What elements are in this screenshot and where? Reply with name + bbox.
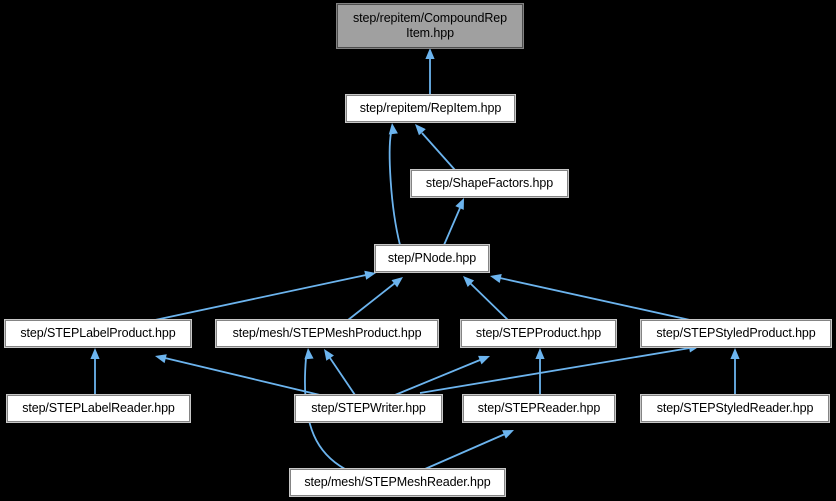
edge-step-reader-to-step-product (535, 348, 545, 395)
arrowhead (324, 349, 334, 361)
node-label-compound-rep-item: step/repitem/CompoundRep Item.hpp (353, 11, 507, 40)
node-label-step-product: step/STEPProduct.hpp (475, 326, 602, 340)
edge-step-label-reader-to-step-label-product (90, 348, 100, 395)
arrowhead (304, 348, 314, 360)
node-label-shape-factors: step/ShapeFactors.hpp (425, 176, 554, 190)
edge-step-writer-to-step-label-product (155, 354, 321, 396)
node-pnode[interactable]: step/PNode.hpp (374, 244, 490, 273)
edge-step-label-product-to-pnode (154, 270, 376, 321)
node-step-product[interactable]: step/STEPProduct.hpp (460, 319, 617, 348)
arrowhead (455, 198, 464, 210)
arrowhead (502, 430, 514, 439)
arrowhead (535, 348, 545, 359)
edge-pnode-to-rep-item (388, 123, 401, 246)
node-label-step-reader: step/STEPReader.hpp (477, 401, 601, 415)
node-label-pnode: step/PNode.hpp (387, 251, 477, 265)
arrowhead (463, 276, 475, 287)
node-step-styled-product[interactable]: step/STEPStyledProduct.hpp (640, 319, 832, 348)
edge-rep-item-to-compound-rep-item (425, 48, 435, 95)
node-step-writer[interactable]: step/STEPWriter.hpp (294, 394, 443, 423)
arrowhead (478, 355, 490, 365)
edge-step-product-to-pnode (463, 276, 509, 321)
node-label-step-mesh-reader: step/mesh/STEPMeshReader.hpp (304, 475, 491, 489)
edge-pnode-to-shape-factors (443, 198, 464, 246)
edge-shape-factors-to-rep-item (415, 124, 456, 171)
node-label-rep-item: step/repitem/RepItem.hpp (359, 101, 502, 115)
node-step-mesh-product[interactable]: step/mesh/STEPMeshProduct.hpp (215, 319, 439, 348)
edge-step-mesh-product-to-pnode (347, 277, 403, 321)
edge-step-writer-to-step-styled-product (419, 343, 700, 394)
node-label-step-mesh-product: step/mesh/STEPMeshProduct.hpp (232, 326, 422, 340)
edge-step-writer-to-step-product (394, 355, 490, 396)
node-step-label-reader[interactable]: step/STEPLabelReader.hpp (6, 394, 191, 423)
node-label-step-label-reader: step/STEPLabelReader.hpp (22, 401, 175, 415)
node-step-styled-reader[interactable]: step/STEPStyledReader.hpp (640, 394, 830, 423)
arrowhead (90, 348, 100, 359)
edge-step-styled-reader-to-step-styled-product (730, 348, 740, 395)
arrowhead (391, 277, 403, 288)
edge-step-writer-to-step-mesh-product (324, 349, 356, 396)
edge-step-styled-product-to-pnode (490, 273, 691, 321)
node-step-label-product[interactable]: step/STEPLabelProduct.hpp (4, 319, 192, 348)
node-step-mesh-reader[interactable]: step/mesh/STEPMeshReader.hpp (289, 468, 506, 497)
node-step-reader[interactable]: step/STEPReader.hpp (462, 394, 616, 423)
node-label-step-label-product: step/STEPLabelProduct.hpp (20, 326, 176, 340)
node-label-step-writer: step/STEPWriter.hpp (311, 401, 426, 415)
arrowhead (415, 124, 426, 136)
arrowhead (490, 273, 502, 283)
node-label-step-styled-reader: step/STEPStyledReader.hpp (656, 401, 814, 415)
arrowhead (388, 123, 398, 135)
arrowhead (425, 48, 435, 59)
node-label-step-styled-product: step/STEPStyledProduct.hpp (656, 326, 816, 340)
edge-step-mesh-reader-to-step-reader (424, 430, 514, 470)
node-shape-factors[interactable]: step/ShapeFactors.hpp (410, 169, 569, 198)
node-compound-rep-item: step/repitem/CompoundRep Item.hpp (336, 3, 524, 49)
arrowhead (155, 354, 167, 364)
node-rep-item[interactable]: step/repitem/RepItem.hpp (345, 94, 516, 123)
arrowhead (730, 348, 740, 359)
